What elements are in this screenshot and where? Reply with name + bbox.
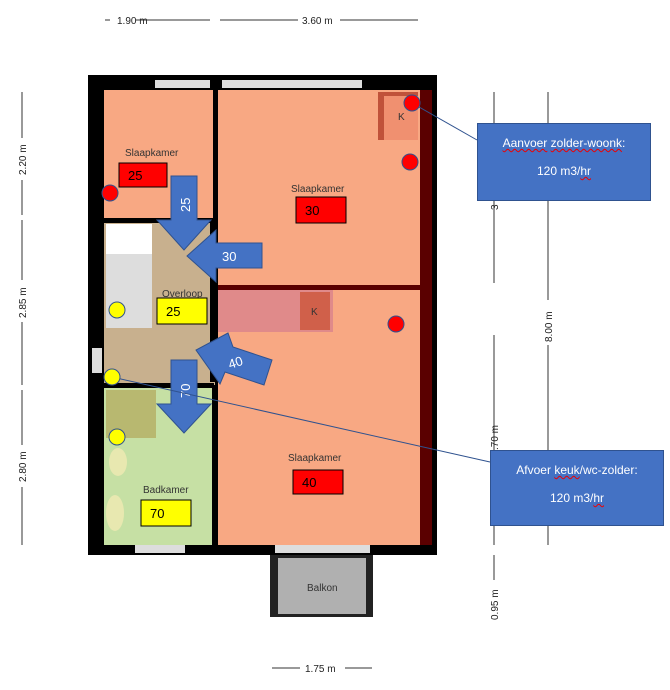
supply-vent-icon [403, 94, 421, 112]
value-bedroom-small: 25 [128, 168, 142, 183]
value-landing: 25 [166, 304, 180, 319]
label-bedroom-top: Slaapkamer [291, 184, 345, 195]
flow-arrow-70 [155, 359, 213, 434]
flow-arrow-70-label: 70 [178, 384, 193, 398]
callout-exhaust: Afvoer keuk/wc-zolder: 120 m3/hr [490, 450, 664, 526]
callout-exhaust-rate: 120 m3/ [549, 491, 594, 505]
window [155, 80, 210, 88]
flow-arrow-30 [186, 228, 263, 284]
callout-supply-title-d: : [622, 136, 626, 150]
dim-right-balcony: 0.95 m [490, 589, 501, 620]
supply-vent-icon [387, 315, 405, 333]
exhaust-vent-icon [108, 301, 126, 319]
window [135, 545, 185, 553]
flow-arrow-25 [155, 175, 213, 251]
label-closet-top: K [398, 112, 405, 123]
callout-exhaust-title-a: Afvoer [516, 463, 555, 477]
dim-right-upper: 3 [490, 204, 501, 210]
label-landing: Overloop [162, 289, 203, 300]
callout-supply-rate-unit: hr [580, 164, 592, 178]
dim-right-total: 8.00 m [544, 311, 555, 342]
value-bedroom-top: 30 [305, 203, 319, 218]
dim-top-right: 3.60 m [302, 16, 333, 27]
window [222, 80, 362, 88]
label-bedroom-small: Slaapkamer [125, 148, 179, 159]
callout-exhaust-rate-unit: hr [593, 491, 605, 505]
label-closet-stairs: K [311, 307, 318, 318]
exhaust-vent-icon [103, 368, 121, 386]
supply-vent-icon [101, 184, 119, 202]
flow-arrow-25-label: 25 [178, 198, 193, 212]
flow-arrow-40-label: 40 [226, 353, 244, 372]
label-bathroom: Badkamer [143, 485, 189, 496]
value-box-bedroom-small [118, 162, 168, 188]
callout-supply-title-c: zolder-woonk [550, 136, 623, 150]
exhaust-vent-icon [108, 428, 126, 446]
label-bedroom-bottom: Slaapkamer [288, 453, 342, 464]
flow-arrow-40 [195, 332, 273, 386]
callout-exhaust-title-c: /wc-zolder: [579, 463, 638, 477]
leader-line-exhaust [111, 376, 491, 463]
dim-left-top: 2.20 m [18, 144, 29, 175]
value-bathroom: 70 [150, 506, 164, 521]
dim-bottom: 1.75 m [305, 664, 336, 675]
callout-supply-title-a: Aanvoer [502, 136, 548, 150]
dim-right-lower: .70 m [490, 425, 501, 450]
dim-top-left: 1.90 m [117, 16, 148, 27]
value-box-bedroom-bottom [292, 469, 344, 495]
value-box-bedroom-top [295, 196, 347, 224]
supply-vent-icon [401, 153, 419, 171]
label-balcony: Balkon [307, 583, 338, 594]
dim-left-bottom: 2.80 m [18, 451, 29, 482]
room-bedroom-bottom [218, 290, 420, 545]
callout-supply-rate: 120 m3/ [536, 164, 581, 178]
window [92, 348, 102, 373]
callout-supply: Aanvoer zolder-woonk: 120 m3/hr [477, 123, 651, 201]
window [275, 545, 370, 553]
value-box-bathroom [140, 499, 192, 527]
flow-arrow-30-label: 30 [222, 249, 236, 264]
value-bedroom-bottom: 40 [302, 475, 316, 490]
dim-left-mid: 2.85 m [18, 287, 29, 318]
callout-exhaust-title-b: keuk [554, 463, 580, 477]
value-box-landing [156, 297, 208, 325]
leader-line-supply [411, 102, 478, 141]
